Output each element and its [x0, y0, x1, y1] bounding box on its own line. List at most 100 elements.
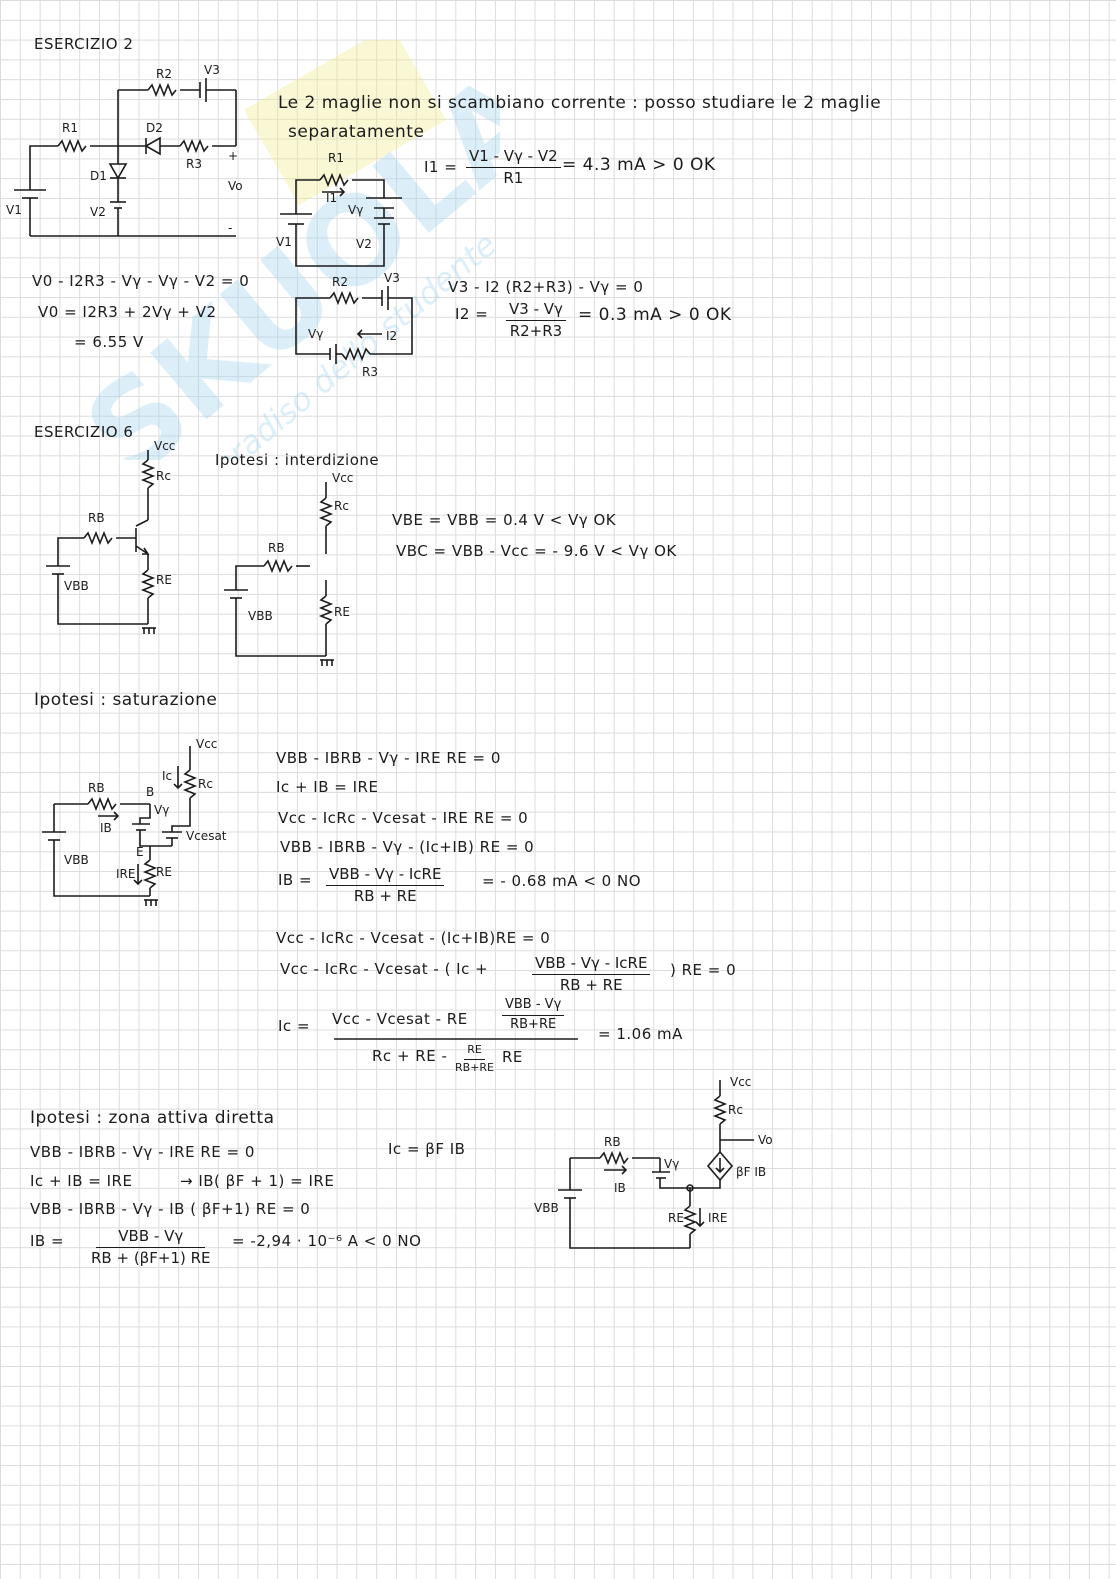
svg-text:RB: RB	[88, 781, 105, 795]
svg-text:RB: RB	[604, 1135, 621, 1149]
act-equation-2-arrow: → IB( βF + 1) = IRE	[180, 1172, 335, 1190]
ex2-vo-equation-2: V0 = I2R3 + 2Vγ + V2	[38, 303, 217, 321]
sat-ic-main-fraction-bar	[334, 1038, 578, 1040]
svg-text:Vcc: Vcc	[730, 1075, 751, 1089]
svg-text:D2: D2	[146, 121, 163, 135]
svg-text:Rc: Rc	[156, 469, 171, 483]
sat-equation-4: VBB - IBRB - Vγ - (Ic+IB) RE = 0	[280, 838, 535, 856]
svg-text:Vγ: Vγ	[348, 203, 363, 217]
svg-text:Rc: Rc	[198, 777, 213, 791]
sat-equation-3: Vcc - IcRc - Vcesat - IRE RE = 0	[278, 809, 529, 827]
svg-text:V3: V3	[204, 63, 220, 77]
svg-text:V2: V2	[90, 205, 106, 219]
sat-ic-lhs: Ic =	[278, 1017, 311, 1035]
act-ib-lhs: IB =	[30, 1232, 65, 1250]
svg-text:R3: R3	[186, 157, 202, 171]
sat-equation-5: Vcc - IcRc - Vcesat - (Ic+IB)RE = 0	[276, 929, 551, 947]
svg-text:VBB: VBB	[248, 609, 273, 623]
sat-equation-6b: ) RE = 0	[670, 961, 737, 979]
svg-text:I2: I2	[386, 329, 397, 343]
ex2-statement-line-2: separatamente	[288, 122, 425, 142]
hypothesis-3-title: Ipotesi : zona attiva diretta	[30, 1108, 275, 1128]
resistor-r1	[57, 138, 87, 154]
svg-text:Vγ: Vγ	[664, 1157, 679, 1171]
svg-text:Vo: Vo	[228, 179, 243, 193]
svg-text:R2: R2	[332, 275, 348, 289]
svg-text:RE: RE	[156, 865, 172, 879]
svg-text:Vcc: Vcc	[196, 737, 217, 751]
sat-equation-6-fraction: VBB - Vγ - IcRE RB + RE	[532, 954, 651, 995]
sat-ic-result: = 1.06 mA	[598, 1025, 683, 1043]
sat-ic-num: Vcc - Vcesat - RE	[332, 1010, 468, 1028]
sat-ib-fraction: VBB - Vγ - IcRE RB + RE	[326, 865, 445, 906]
svg-text:VBB: VBB	[64, 853, 89, 867]
svg-text:Vcc: Vcc	[154, 439, 175, 453]
ex2-i1-lhs: I1 =	[424, 158, 458, 176]
ex2-label-r1: R1	[62, 121, 78, 135]
act-ib-result: = -2,94 · 10⁻⁶ A < 0 NO	[232, 1232, 422, 1250]
ex2-i2-result: = 0.3 mA > 0 OK	[578, 305, 732, 325]
svg-text:Vγ: Vγ	[308, 327, 323, 341]
sat-equation-2: Ic + IB = IRE	[276, 778, 379, 796]
svg-text:V2: V2	[356, 237, 372, 251]
svg-text:IB: IB	[614, 1181, 626, 1195]
svg-text:IRE: IRE	[116, 867, 135, 881]
exercise-2-circuit: R1 R2 V3 D2 R3 D1 V2 V1 + Vo -	[6, 63, 243, 237]
sat-equation-1: VBB - IBRB - Vγ - IRE RE = 0	[276, 749, 501, 767]
ex2-statement-line-1: Le 2 maglie non si scambiano corrente : …	[278, 93, 882, 113]
svg-text:V3: V3	[384, 271, 400, 285]
svg-text:D1: D1	[90, 169, 107, 183]
ex2-vo-equation-3: = 6.55 V	[74, 333, 144, 351]
svg-text:Vcesat: Vcesat	[186, 829, 227, 843]
sat-ic-inner-fraction: VBB - Vγ RB+RE	[502, 997, 565, 1033]
ex2-i1-result: = 4.3 mA > 0 OK	[562, 155, 716, 175]
ex6-cutoff-circuit: Vcc Rc RB RE VBB	[224, 471, 353, 666]
mesh-circuits: R1 I1 Vγ V1 V2 R2 V3 Vγ I2 R3	[276, 151, 413, 379]
svg-text:Rc: Rc	[728, 1103, 743, 1117]
sat-ic-den: Rc + RE -	[372, 1047, 448, 1065]
exercise-2-title: ESERCIZIO 2	[34, 35, 134, 53]
svg-text:-: -	[228, 221, 232, 235]
svg-text:I1: I1	[326, 191, 337, 205]
svg-text:VBB: VBB	[64, 579, 89, 593]
ex2-i1-fraction: V1 - Vγ - V2 R1	[466, 147, 561, 188]
act-equation-2: Ic + IB = IRE	[30, 1172, 133, 1190]
svg-text:βF IB: βF IB	[736, 1165, 766, 1179]
svg-text:VBB: VBB	[534, 1201, 559, 1215]
act-ib-fraction: VBB - Vγ RB + (βF+1) RE	[91, 1227, 211, 1268]
svg-text:RE: RE	[334, 605, 350, 619]
act-equation-1: VBB - IBRB - Vγ - IRE RE = 0	[30, 1143, 255, 1161]
ex6-active-circuit: Vcc Rc Vo βF IB RB Vγ IB VBB RE IRE	[534, 1075, 773, 1249]
svg-text:Vγ: Vγ	[154, 803, 169, 817]
ex2-mesh2-equation: V3 - I2 (R2+R3) - Vγ = 0	[448, 278, 644, 296]
act-equation-3: VBB - IBRB - Vγ - IB ( βF+1) RE = 0	[30, 1200, 311, 1218]
sat-ic-den-tail: RE	[502, 1048, 523, 1066]
sat-ic-den-fraction: RE RB+RE	[455, 1043, 494, 1074]
hypothesis-1-title: Ipotesi : interdizione	[215, 451, 380, 469]
svg-text:R2: R2	[156, 67, 172, 81]
vbe-line: VBE = VBB = 0.4 V < Vγ OK	[392, 511, 617, 529]
resistor-r2	[147, 82, 177, 98]
sat-ib-lhs: IB =	[278, 871, 313, 889]
svg-text:V1: V1	[6, 203, 22, 217]
svg-text:+: +	[228, 149, 238, 163]
svg-text:Vo: Vo	[758, 1133, 773, 1147]
svg-text:RB: RB	[88, 511, 105, 525]
svg-text:Rc: Rc	[334, 499, 349, 513]
resistor-r3	[179, 138, 209, 154]
svg-text:RE: RE	[668, 1211, 684, 1225]
ex2-i2-lhs: I2 =	[455, 305, 489, 323]
sat-equation-6a: Vcc - IcRc - Vcesat - ( Ic +	[280, 960, 489, 978]
svg-text:RE: RE	[156, 573, 172, 587]
svg-text:B: B	[146, 785, 154, 799]
ex2-vo-equation-1: V0 - I2R3 - Vγ - Vγ - V2 = 0	[32, 272, 250, 290]
ex6-bjt-circuit: Vcc Rc RB RE VBB	[46, 439, 175, 634]
hypothesis-2-title: Ipotesi : saturazione	[34, 690, 218, 710]
svg-text:IRE: IRE	[708, 1211, 727, 1225]
svg-text:Ic: Ic	[162, 769, 172, 783]
exercise-6-title: ESERCIZIO 6	[34, 423, 134, 441]
diode-d1	[108, 163, 128, 180]
svg-text:V1: V1	[276, 235, 292, 249]
svg-text:IB: IB	[100, 821, 112, 835]
svg-text:Vcc: Vcc	[332, 471, 353, 485]
